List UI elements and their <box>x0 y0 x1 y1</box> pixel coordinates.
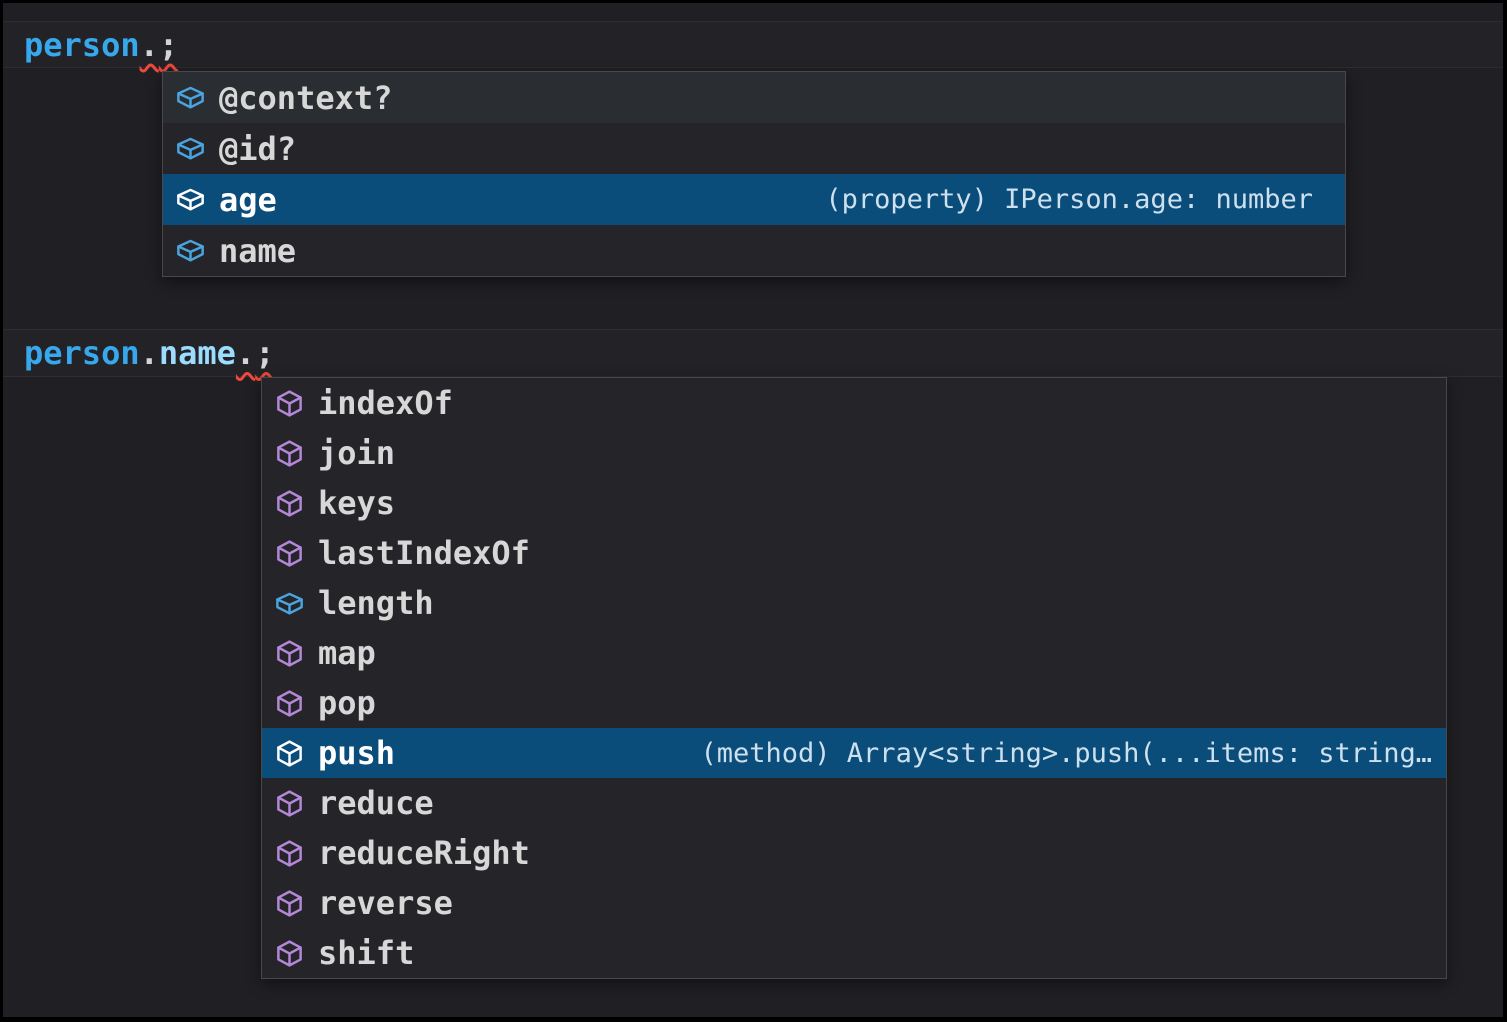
code-token-dot: . <box>139 334 159 372</box>
suggestion-item-reduceright[interactable]: reduceRight <box>262 828 1446 878</box>
code-token-semicolon-error: ; <box>158 25 179 64</box>
method-icon <box>274 538 305 569</box>
method-icon <box>274 938 305 969</box>
suggestion-item-age-selected[interactable]: age (property) IPerson.age: number <box>163 174 1345 225</box>
suggestion-item-join[interactable]: join <box>262 428 1446 478</box>
code-token-semicolon-error: ; <box>255 334 275 372</box>
method-icon <box>274 738 305 769</box>
suggestion-item-reduce[interactable]: reduce <box>262 778 1446 828</box>
suggestion-label: reduceRight <box>318 834 530 872</box>
method-icon <box>274 838 305 869</box>
suggestion-label: lastIndexOf <box>318 534 530 572</box>
suggestion-label: keys <box>318 484 396 522</box>
suggestion-item-push-selected[interactable]: push (method) Array<string>.push(...item… <box>262 728 1446 778</box>
method-icon <box>274 688 305 719</box>
suggestion-label: age <box>219 180 277 219</box>
suggestion-label: @context? <box>219 78 393 117</box>
suggestion-label: push <box>318 734 396 772</box>
field-icon <box>175 82 206 113</box>
field-icon <box>175 133 206 164</box>
suggestion-label: pop <box>318 684 376 722</box>
code-token-name: name <box>158 334 236 372</box>
suggestion-item-lastindexof[interactable]: lastIndexOf <box>262 528 1446 578</box>
field-icon <box>274 588 305 619</box>
field-icon <box>175 184 206 215</box>
method-icon <box>274 388 305 419</box>
suggestion-label: reverse <box>318 884 453 922</box>
suggestion-detail: (property) IPerson.age: number <box>825 184 1313 215</box>
method-icon <box>274 438 305 469</box>
suggestion-item-indexof[interactable]: indexOf <box>262 378 1446 428</box>
code-token-person: person <box>24 25 140 64</box>
method-icon <box>274 638 305 669</box>
suggestion-label: shift <box>318 934 415 972</box>
method-icon <box>274 488 305 519</box>
method-icon <box>274 788 305 819</box>
suggestion-item-context[interactable]: @context? <box>163 72 1345 123</box>
suggestion-item-name[interactable]: name <box>163 225 1345 276</box>
suggestion-item-pop[interactable]: pop <box>262 678 1446 728</box>
suggestion-label: map <box>318 634 376 672</box>
suggestion-label: reduce <box>318 784 434 822</box>
suggestion-label: @id? <box>219 129 297 168</box>
suggestion-detail: (method) Array<string>.push(...items: st… <box>700 737 1433 769</box>
suggestion-item-reverse[interactable]: reverse <box>262 878 1446 928</box>
code-line-person-name[interactable]: person.name.; <box>3 329 1503 377</box>
code-editor[interactable]: person.; @context? @id? age (property) I… <box>3 3 1503 1017</box>
suggestion-item-shift[interactable]: shift <box>262 928 1446 978</box>
code-token-dot-error: . <box>235 334 256 372</box>
method-icon <box>274 888 305 919</box>
suggestion-label: join <box>318 434 396 472</box>
code-token-person: person <box>24 334 140 372</box>
suggestion-label: name <box>219 231 297 270</box>
suggestion-item-id[interactable]: @id? <box>163 123 1345 174</box>
suggestion-item-keys[interactable]: keys <box>262 478 1446 528</box>
suggest-widget-name: indexOf join keys lastIndexOf length map <box>261 377 1447 979</box>
code-token-dot-error: . <box>139 25 159 64</box>
suggest-widget-person: @context? @id? age (property) IPerson.ag… <box>162 71 1346 277</box>
suggestion-item-map[interactable]: map <box>262 628 1446 678</box>
code-line-person[interactable]: person.; <box>3 21 1503 68</box>
suggestion-label: length <box>318 584 434 622</box>
field-icon <box>175 235 206 266</box>
suggestion-item-length[interactable]: length <box>262 578 1446 628</box>
suggestion-label: indexOf <box>318 384 453 422</box>
